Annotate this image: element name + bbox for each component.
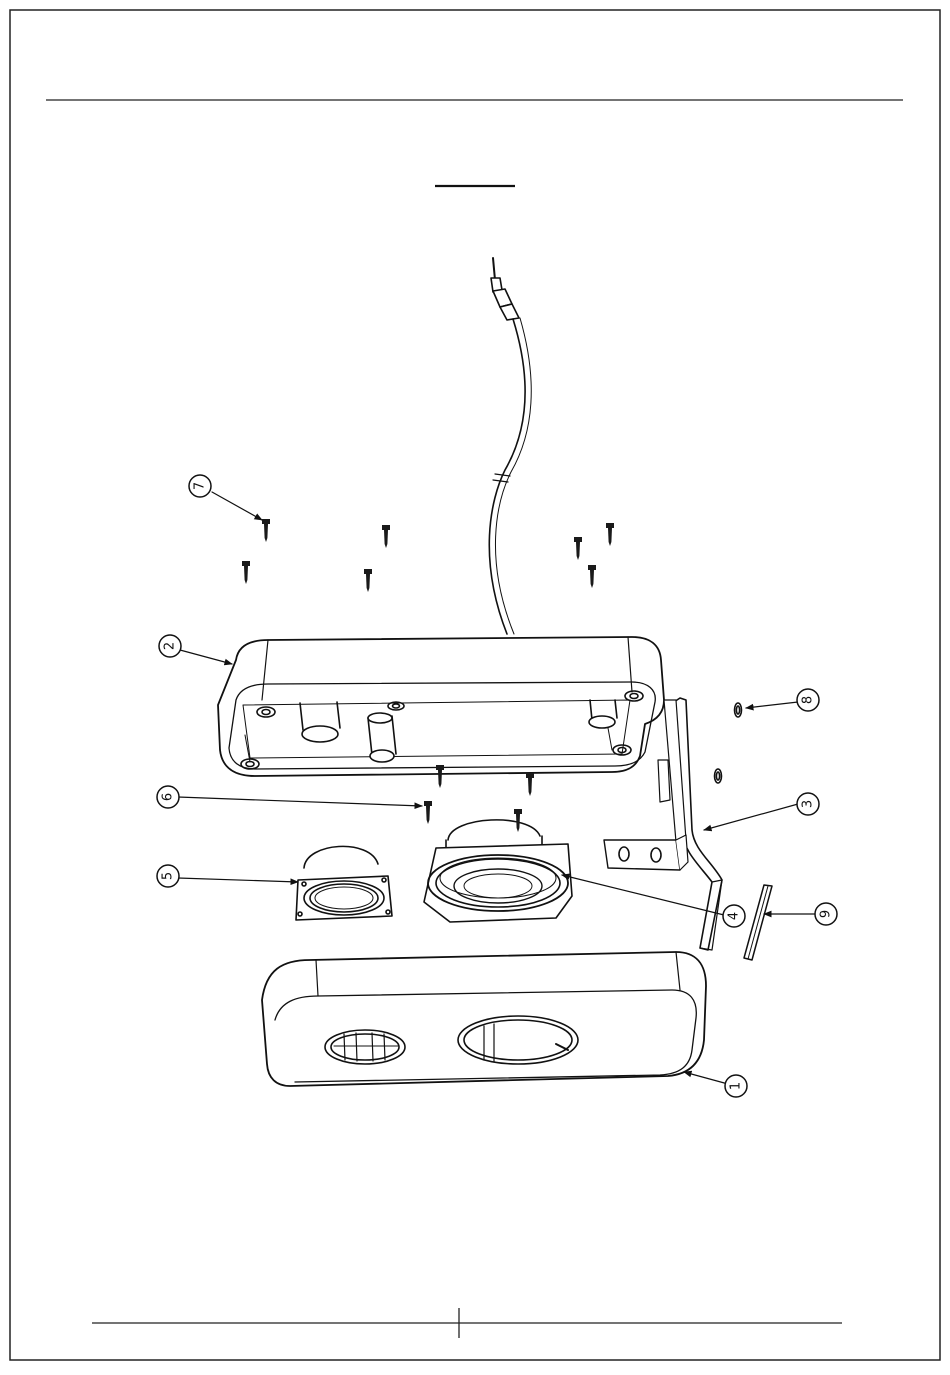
screw [588, 565, 596, 588]
screw [436, 765, 444, 788]
screw [242, 561, 250, 584]
part-callout-7: 7 [189, 475, 211, 497]
part-callout-2: 2 [159, 635, 181, 657]
small-speaker-driver [296, 846, 392, 920]
washers [715, 703, 742, 783]
front-housing [262, 952, 706, 1086]
rear-housing [218, 637, 664, 776]
part-callout-8: 8 [797, 689, 819, 711]
screw [364, 569, 372, 592]
part-callout-9: 9 [815, 903, 837, 925]
screw [574, 537, 582, 560]
screw [262, 519, 270, 542]
part-callout-1: 1 [725, 1075, 747, 1097]
part-number: 6 [161, 793, 176, 801]
screw [424, 801, 432, 824]
part-number: 1 [729, 1082, 744, 1090]
part-number: 2 [163, 642, 178, 650]
part-number: 9 [819, 910, 834, 918]
screw [526, 773, 534, 796]
part-callout-4: 4 [723, 905, 745, 927]
large-speaker-driver [424, 820, 572, 922]
part-callout-5: 5 [157, 865, 179, 887]
part-number: 7 [193, 482, 208, 490]
part-number: 5 [161, 872, 176, 880]
part-callout-3: 3 [797, 793, 819, 815]
adhesive-pad [744, 885, 772, 960]
part-number: 8 [801, 696, 816, 704]
screw [606, 523, 614, 546]
part-number: 3 [801, 800, 816, 808]
screw [382, 525, 390, 548]
power-cable-with-plug [489, 258, 531, 634]
part-callout-6: 6 [157, 786, 179, 808]
part-number: 4 [727, 912, 742, 920]
